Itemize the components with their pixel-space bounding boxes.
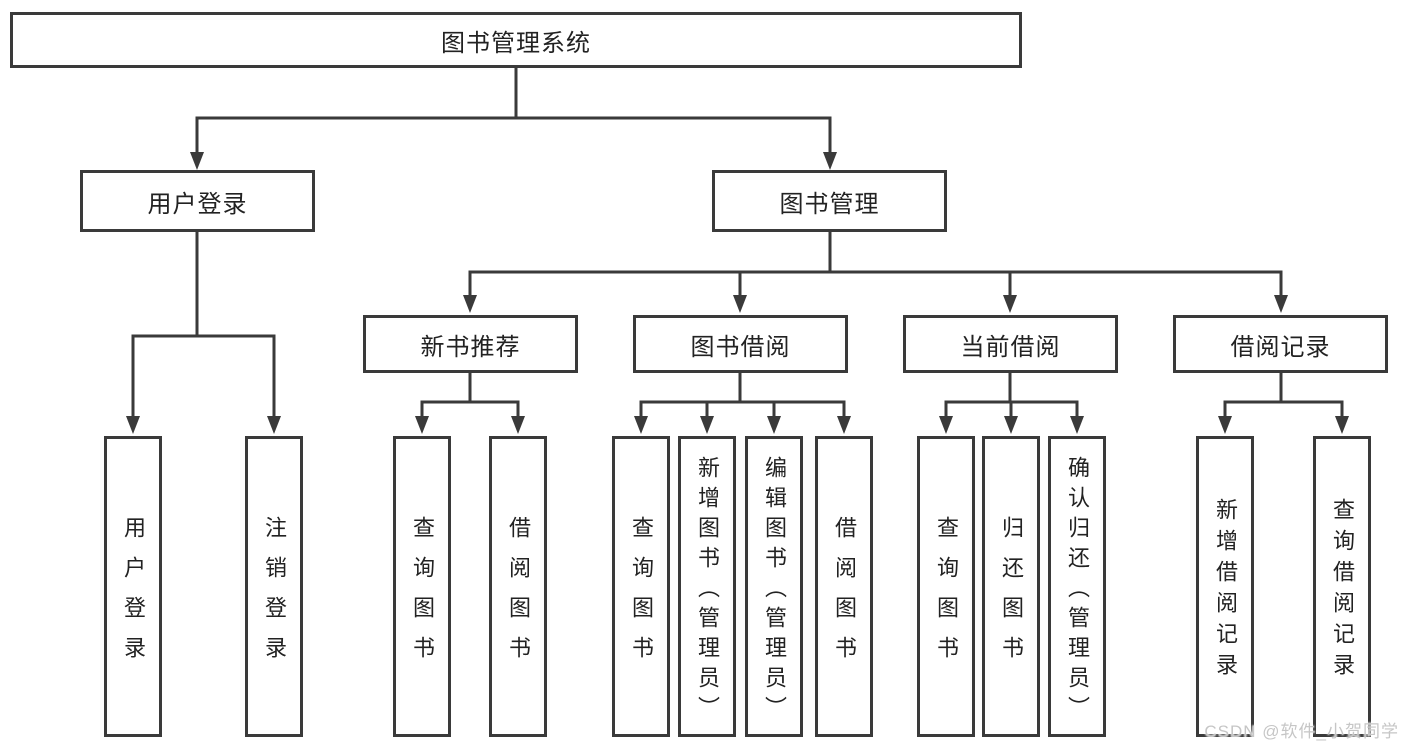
node-library-system-root: 图书管理系统 xyxy=(10,12,1022,68)
leaf-borrowing-add-books-admin: 新增图书（管理员） xyxy=(678,436,736,737)
leaf-label: 查询图书 xyxy=(934,515,959,676)
leaf-label: 归还图书 xyxy=(999,515,1024,676)
node-book-management-branch: 图书管理 xyxy=(712,170,947,232)
leaf-label: 新增图书（管理员） xyxy=(695,455,720,726)
leaf-records-query-record: 查询借阅记录 xyxy=(1313,436,1371,737)
leaf-current-query-books: 查询图书 xyxy=(917,436,975,737)
leaf-records-add-record: 新增借阅记录 xyxy=(1196,436,1254,737)
leaf-label: 新增借阅记录 xyxy=(1213,498,1238,684)
leaf-label: 编辑图书（管理员） xyxy=(762,455,787,726)
leaf-label: 借阅图书 xyxy=(832,515,857,676)
leaf-label: 确认归还（管理员） xyxy=(1065,455,1090,726)
node-user-login-branch: 用户登录 xyxy=(80,170,315,232)
node-borrowing-records: 借阅记录 xyxy=(1173,315,1388,373)
leaf-user-login: 用户登录 xyxy=(104,436,162,737)
leaf-borrowing-query-books: 查询图书 xyxy=(612,436,670,737)
node-book-borrowing: 图书借阅 xyxy=(633,315,848,373)
leaf-label: 查询借阅记录 xyxy=(1330,498,1355,684)
leaf-newbook-borrow-books: 借阅图书 xyxy=(489,436,547,737)
leaf-current-return-books: 归还图书 xyxy=(982,436,1040,737)
leaf-label: 注销登录 xyxy=(262,515,287,676)
node-current-borrowing: 当前借阅 xyxy=(903,315,1118,373)
leaf-current-confirm-return-admin: 确认归还（管理员） xyxy=(1048,436,1106,737)
leaf-borrowing-borrow-books: 借阅图书 xyxy=(815,436,873,737)
leaf-label: 用户登录 xyxy=(121,515,146,676)
leaf-borrowing-edit-books-admin: 编辑图书（管理员） xyxy=(745,436,803,737)
leaf-label: 查询图书 xyxy=(629,515,654,676)
watermark: CSDN @软件_小贺同学 xyxy=(1204,722,1399,741)
node-new-book-recommend: 新书推荐 xyxy=(363,315,578,373)
leaf-label: 查询图书 xyxy=(410,515,435,676)
leaf-logout-login: 注销登录 xyxy=(245,436,303,737)
leaf-newbook-query-books: 查询图书 xyxy=(393,436,451,737)
leaf-label: 借阅图书 xyxy=(506,515,531,676)
